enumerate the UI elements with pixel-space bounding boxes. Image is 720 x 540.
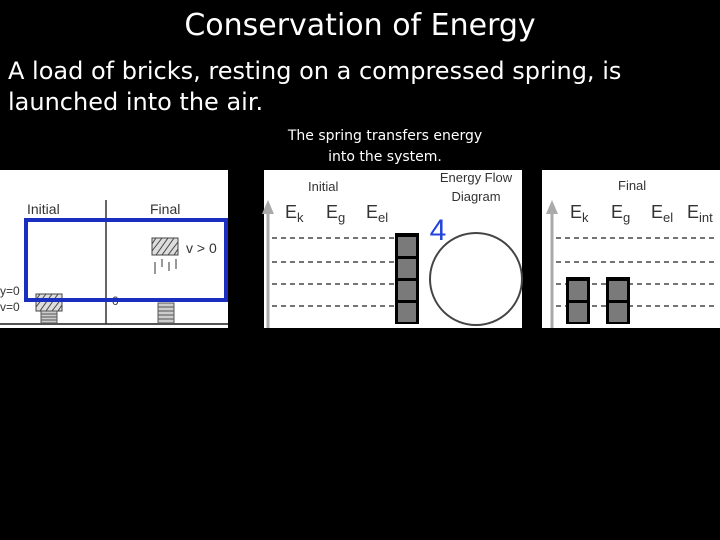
initial-spring-icon — [40, 310, 58, 324]
final-bars — [566, 277, 630, 324]
initial-bar-unit-Eel — [398, 303, 416, 322]
energy-figure-svg: Initial Final y=0 v=0 0 v > 0 — [0, 170, 716, 328]
system-circle — [429, 232, 523, 326]
initial-column-main: E — [326, 202, 338, 222]
final-axis-arrow-icon — [546, 200, 558, 214]
spring-note: The spring transfers energy into the sys… — [287, 128, 483, 165]
flow-handwritten-value: 4 — [430, 214, 447, 247]
final-column-main: E — [611, 202, 623, 222]
initial-chart-label: Initial — [308, 179, 338, 194]
initial-column-sub: el — [378, 210, 388, 225]
final-column-sub: int — [699, 210, 713, 225]
final-bar-unit-Ek — [569, 303, 587, 322]
final-column-sub: g — [623, 210, 630, 225]
final-column-int: Eint — [687, 202, 713, 225]
initial-column-g: Eg — [326, 202, 345, 225]
initial-bar-unit-Eel — [398, 281, 416, 300]
final-spring-icon — [157, 302, 175, 324]
scene-panel: Initial Final y=0 v=0 0 v > 0 — [0, 200, 228, 325]
initial-axis-arrow-icon — [262, 200, 274, 214]
final-column-sub: el — [663, 210, 673, 225]
final-column-k: Ek — [570, 202, 589, 225]
y0-label: y=0 — [0, 284, 20, 298]
initial-column-k: Ek — [285, 202, 304, 225]
initial-gridlines — [272, 237, 396, 307]
system-boundary-box — [24, 218, 228, 302]
slide-title: Conservation of Energy — [184, 8, 536, 43]
energy-figure: Initial Final y=0 v=0 0 v > 0 — [0, 170, 720, 328]
energy-flow-diagram: Energy Flow Diagram 4 — [429, 170, 523, 326]
final-column-g: Eg — [611, 202, 630, 225]
flow-title-line2: Diagram — [451, 189, 500, 204]
final-bar-unit-Ek — [569, 281, 587, 300]
panel-gap-right — [522, 170, 542, 328]
motion-lines-icon — [154, 259, 177, 274]
final-bar-unit-Eg — [609, 303, 627, 322]
slide-subtitle: A load of bricks, resting on a compresse… — [8, 57, 622, 116]
final-column-el: Eel — [651, 202, 673, 225]
initial-column-sub: g — [338, 210, 345, 225]
initial-bars — [395, 233, 419, 324]
final-bar-unit-Eg — [609, 281, 627, 300]
initial-bar-unit-Eel — [398, 237, 416, 256]
scene-final-label: Final — [150, 201, 180, 217]
initial-column-main: E — [366, 202, 378, 222]
initial-column-el: Eel — [366, 202, 388, 225]
initial-bar-unit-Eel — [398, 259, 416, 278]
v0-label: v=0 — [0, 300, 20, 314]
scene-initial-label: Initial — [27, 201, 60, 217]
final-column-main: E — [570, 202, 582, 222]
final-column-sub: k — [582, 210, 589, 225]
final-column-main: E — [687, 202, 699, 222]
panel-gap-left — [228, 170, 264, 328]
flow-title-line1: Energy Flow — [440, 170, 513, 185]
initial-column-main: E — [285, 202, 297, 222]
initial-column-sub: k — [297, 210, 304, 225]
final-column-main: E — [651, 202, 663, 222]
final-chart-label: Final — [618, 178, 646, 193]
final-brick-hatch — [151, 237, 179, 256]
velocity-label: v > 0 — [186, 240, 217, 256]
